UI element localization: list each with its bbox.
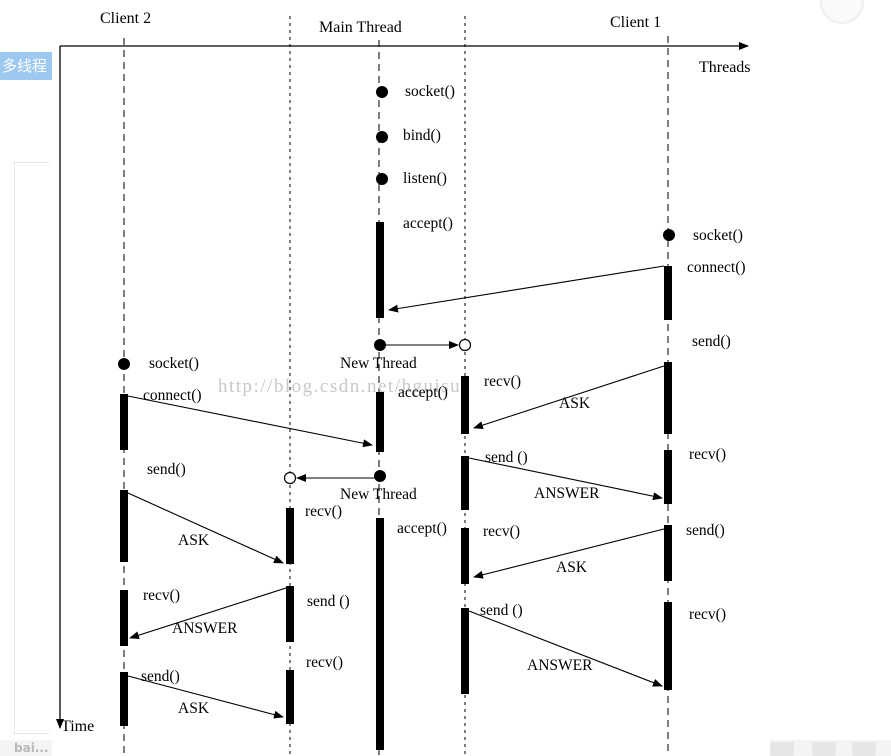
diagram-panel (52, 0, 770, 756)
label-t1-send-1: send () (485, 449, 528, 466)
label-main-accept-1: accept() (403, 215, 453, 232)
arrow-ask-4 (127, 675, 284, 719)
label-c1-recv-2: recv() (689, 606, 726, 623)
bottom-brand: bai... (14, 741, 49, 755)
activation-c1-recv2 (664, 602, 672, 690)
label-t2-send-1: send () (307, 593, 350, 610)
thread-2-start-circle (283, 471, 297, 485)
activation-main-accept1 (376, 222, 384, 318)
activation-t1-send2 (461, 608, 469, 694)
label-t1-accept: accept() (397, 520, 447, 537)
toolbar-button[interactable] (770, 742, 794, 756)
toolbar-button[interactable] (812, 742, 836, 756)
activation-t1-recv1 (461, 376, 469, 434)
axis-label-threads: Threads (699, 59, 751, 76)
axis-label-time: Time (61, 718, 94, 735)
label-c2-socket: socket() (149, 355, 199, 372)
activation-c1-recv1 (664, 450, 672, 504)
c1-socket-dot (663, 229, 675, 241)
arrow-c1-connect (388, 265, 665, 313)
label-ask-3: ASK (178, 532, 210, 549)
activation-t2-recv2 (286, 670, 294, 724)
arrow-ask-2 (473, 528, 665, 579)
activation-c2-send2 (120, 672, 128, 726)
label-main-socket: socket() (405, 83, 455, 100)
label-c2-send-2: send() (141, 668, 180, 685)
label-c1-connect: connect() (687, 259, 746, 276)
c2-socket-dot (118, 358, 130, 370)
arrow-answer-2 (468, 610, 663, 687)
label-main-accept-2: accept() (398, 384, 448, 401)
activation-t1-send1 (461, 456, 469, 510)
activation-t1-recv2 (461, 528, 469, 584)
header-main-thread: Main Thread (319, 19, 402, 36)
label-c1-send-1: send() (692, 333, 731, 350)
new-thread-dot-2 (374, 470, 386, 482)
label-c2-connect: connect() (143, 387, 202, 404)
arrow-answer-3 (129, 587, 287, 640)
activation-c2-send1 (120, 490, 128, 562)
label-t1-send-2: send () (480, 602, 523, 619)
new-thread-dot-1 (374, 339, 386, 351)
arrow-c2-connect (127, 395, 373, 448)
listen-dot (376, 173, 388, 185)
label-c2-send-1: send() (147, 461, 186, 478)
label-t2-recv-1: recv() (305, 503, 342, 520)
toolbar-button[interactable] (852, 742, 876, 756)
side-tag[interactable]: 多线程 (0, 52, 52, 80)
label-new-thread-2: New Thread (340, 486, 417, 503)
activation-c2-connect (120, 394, 128, 450)
activation-c1-connect (664, 266, 672, 320)
label-ask-1: ASK (559, 395, 591, 412)
label-answer-3: ANSWER (172, 620, 238, 637)
arrow-ask-1 (473, 365, 665, 430)
arrow-ask-3 (127, 492, 284, 564)
label-ask-2: ASK (556, 559, 588, 576)
arrow-answer-1 (468, 457, 663, 501)
thread-1-start-circle (458, 338, 472, 352)
label-c1-socket: socket() (693, 227, 743, 244)
activation-c1-send2 (664, 525, 672, 581)
header-client-2: Client 2 (100, 10, 151, 27)
label-answer-1: ANSWER (534, 485, 600, 502)
label-main-listen: listen() (403, 170, 447, 187)
watermark: http://blog.csdn.net/hguisu (218, 376, 461, 397)
label-ask-4: ASK (178, 700, 210, 717)
label-c1-recv-1: recv() (689, 446, 726, 463)
label-t1-recv-2: recv() (483, 523, 520, 540)
label-new-thread-1: New Thread (340, 355, 417, 372)
activation-c2-recv1 (120, 590, 128, 646)
activation-main-accept3 (376, 518, 384, 750)
socket-dot (376, 86, 388, 98)
label-t1-recv-1: recv() (484, 373, 521, 390)
label-t2-recv-2: recv() (306, 654, 343, 671)
activation-c1-send1 (664, 362, 672, 434)
label-c2-recv-1: recv() (143, 587, 180, 604)
bind-dot (376, 131, 388, 143)
label-answer-2: ANSWER (527, 657, 593, 674)
header-client-1: Client 1 (610, 14, 661, 31)
side-panel (14, 162, 49, 734)
activation-t2-recv1 (286, 508, 294, 564)
activation-t2-send1 (286, 586, 294, 642)
label-c1-send-2: send() (686, 522, 725, 539)
label-main-bind: bind() (403, 127, 441, 144)
activation-main-accept2 (376, 392, 384, 452)
